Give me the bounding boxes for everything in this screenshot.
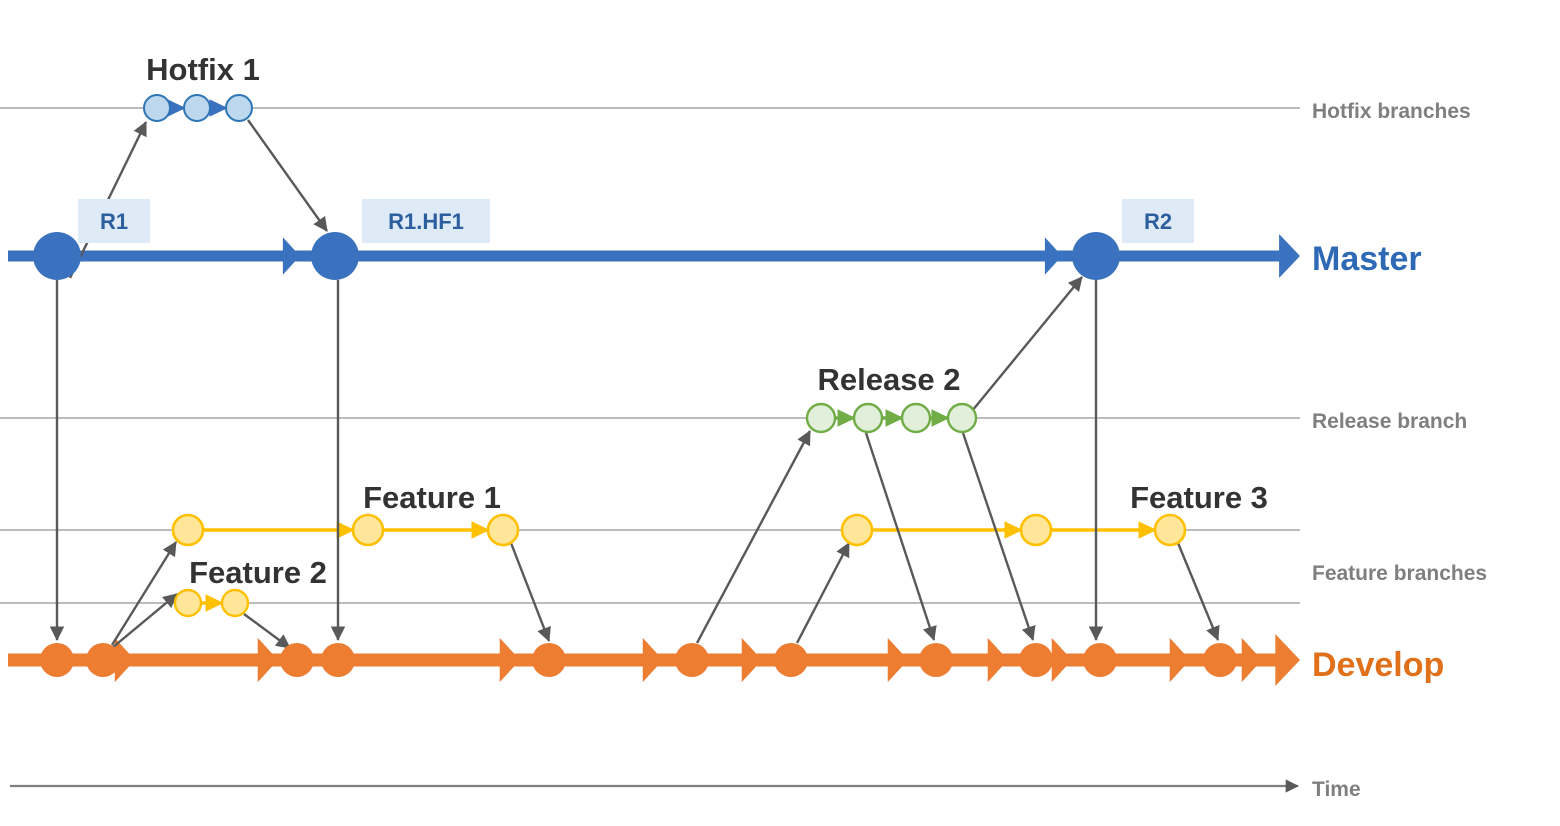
commit-release bbox=[900, 402, 932, 434]
develop-trunk-direction-arrow bbox=[499, 637, 520, 683]
lane-label-release-branch: Release branch bbox=[1312, 410, 1467, 433]
feature2-to-develop bbox=[243, 613, 291, 649]
develop-to-release2 bbox=[695, 430, 812, 644]
develop-trunk-direction-arrow bbox=[1169, 637, 1190, 683]
tag-box-r2 bbox=[1122, 199, 1194, 243]
tag-label-r2: R2 bbox=[1144, 209, 1172, 234]
tag-box-r1 bbox=[78, 199, 150, 243]
time-axis-label: Time bbox=[1312, 778, 1361, 801]
commit-feature3 bbox=[1153, 513, 1187, 547]
commit-feature3 bbox=[1019, 513, 1053, 547]
commit-develop bbox=[1019, 643, 1053, 677]
commit-develop bbox=[919, 643, 953, 677]
develop-to-feature2 bbox=[111, 593, 178, 649]
lane-label-feature-branches: Feature branches bbox=[1312, 562, 1487, 585]
commit-develop bbox=[40, 643, 74, 677]
commit-release bbox=[852, 402, 884, 434]
group-label-feature-3: Feature 3 bbox=[1130, 480, 1268, 515]
commit-hotfix bbox=[143, 94, 171, 122]
develop-trunk-direction-arrow bbox=[642, 637, 663, 683]
hotfix-to-master-hf1 bbox=[247, 119, 328, 232]
group-label-release-2: Release 2 bbox=[817, 362, 960, 397]
diagram-text: Hotfix 1 Release 2 Feature 1 Feature 2 Featu… bbox=[146, 52, 1487, 684]
release2-to-master-r2 bbox=[971, 276, 1083, 412]
time-axis: Time bbox=[10, 778, 1361, 801]
commit-release bbox=[805, 402, 837, 434]
commit-develop bbox=[774, 643, 808, 677]
feature1-to-develop bbox=[509, 542, 551, 642]
commit-develop bbox=[321, 643, 355, 677]
commit-develop bbox=[532, 643, 566, 677]
develop-trunk-end-arrow bbox=[1275, 634, 1300, 686]
develop-trunk-direction-arrow bbox=[1051, 637, 1072, 683]
develop-to-feature1 bbox=[110, 541, 178, 646]
tag-label-r1-hf1: R1.HF1 bbox=[388, 209, 464, 234]
commit-release bbox=[946, 402, 978, 434]
develop-trunk-direction-arrow bbox=[887, 637, 908, 683]
lane-label-hotfix-branches: Hotfix branches bbox=[1312, 100, 1471, 123]
master-trunk-end-arrow bbox=[1279, 234, 1300, 278]
commit-feature3 bbox=[840, 513, 874, 547]
commit-master bbox=[311, 232, 359, 280]
group-label-feature-2: Feature 2 bbox=[189, 555, 327, 590]
trunk-lines bbox=[8, 234, 1300, 686]
commit-hotfix bbox=[225, 94, 253, 122]
commit-feature1 bbox=[351, 513, 385, 547]
version-tags: R1 R1.HF1 R2 bbox=[78, 199, 1194, 243]
commit-master bbox=[1072, 232, 1120, 280]
branch-title-master: Master bbox=[1312, 240, 1422, 278]
develop-trunk-direction-arrow bbox=[987, 637, 1008, 683]
develop-trunk-direction-arrow bbox=[257, 637, 278, 683]
master-trunk-direction-arrow bbox=[282, 237, 300, 275]
master-trunk-direction-arrow bbox=[1044, 237, 1062, 275]
group-label-hotfix-1: Hotfix 1 bbox=[146, 52, 260, 87]
commit-develop bbox=[675, 643, 709, 677]
commit-develop bbox=[1203, 643, 1237, 677]
commit-develop bbox=[86, 643, 120, 677]
commit-nodes bbox=[33, 94, 1237, 677]
tag-label-r1: R1 bbox=[100, 209, 128, 234]
commit-develop bbox=[280, 643, 314, 677]
release2-to-develop-2 bbox=[961, 432, 1036, 641]
develop-trunk-direction-arrow bbox=[114, 637, 135, 683]
branch-title-develop: Develop bbox=[1312, 646, 1444, 684]
tag-box-r1-hf1 bbox=[362, 199, 490, 243]
release2-to-develop-1 bbox=[864, 432, 937, 641]
commit-feature1 bbox=[486, 513, 520, 547]
commit-hotfix bbox=[183, 94, 211, 122]
commit-feature1 bbox=[171, 513, 205, 547]
feature3-to-develop bbox=[1176, 542, 1220, 641]
develop-to-feature3 bbox=[795, 542, 851, 644]
feature-branch-lines bbox=[167, 99, 1157, 612]
develop-trunk-direction-arrow bbox=[741, 637, 762, 683]
commit-develop bbox=[1083, 643, 1117, 677]
commit-feature2 bbox=[173, 588, 203, 618]
group-label-feature-1: Feature 1 bbox=[363, 480, 501, 515]
commit-feature2 bbox=[220, 588, 250, 618]
commit-master bbox=[33, 232, 81, 280]
develop-trunk-direction-arrow bbox=[1241, 637, 1262, 683]
